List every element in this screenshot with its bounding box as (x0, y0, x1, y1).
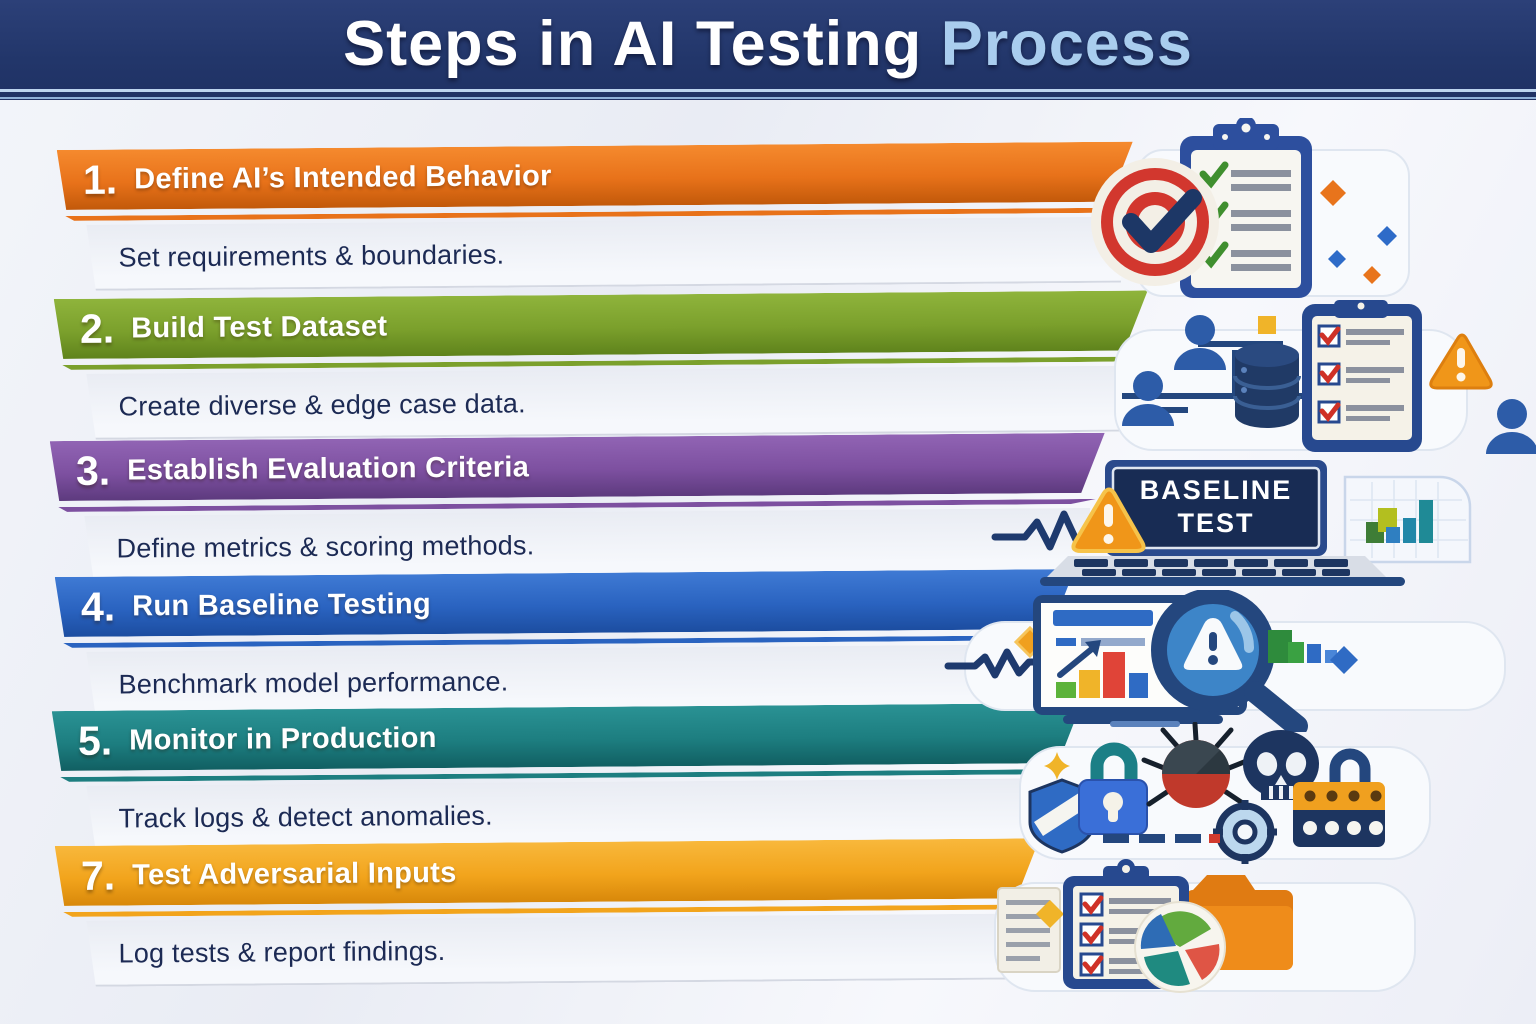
bug-icon (1141, 722, 1252, 808)
step-banner: 4. Run Baseline Testing (55, 569, 1075, 637)
step-row-1: 1. Define AI’s Intended Behavior Set req… (0, 118, 1536, 310)
page-title-accent: Process (940, 9, 1193, 79)
step-banner: 2. Build Test Dataset (54, 290, 1148, 359)
step-subtitle: Define metrics & scoring methods. (116, 529, 535, 564)
header-rule-light (0, 89, 1536, 92)
step-row-4: 4. Run Baseline Testing Benchmark model … (0, 577, 1536, 737)
checklist-clipboard-icon (1302, 300, 1422, 452)
step-subpanel: Log tests & report findings. (72, 913, 1080, 987)
step-title: Establish Evaluation Criteria (127, 450, 530, 486)
step-row-2: 2. Build Test Dataset Create diverse & e… (0, 299, 1536, 459)
clipboard-icon (1180, 118, 1312, 298)
database-icon (1233, 343, 1301, 428)
mini-bars-icon (1268, 630, 1337, 663)
step-title: Define AI’s Intended Behavior (134, 159, 552, 195)
step-row-5: 5. Monitor in Production Track logs & de… (0, 711, 1536, 871)
bar-chart-icon (1343, 475, 1472, 564)
laptop-screen-label-1: BASELINE (1140, 475, 1293, 505)
step-title: Run Baseline Testing (132, 587, 432, 622)
laptop-icon: BASELINE TEST (1040, 460, 1405, 586)
user-icon (1486, 399, 1536, 454)
step-number: 7. (80, 852, 116, 899)
step-1-icons (1091, 118, 1410, 298)
target-check-icon (1091, 158, 1219, 286)
step-subtitle: Create diverse & edge case data. (118, 387, 526, 422)
warning-triangle-icon (1071, 487, 1146, 553)
skull-icon (1243, 730, 1319, 800)
document-icon (997, 887, 1061, 973)
step-number: 3. (75, 447, 111, 494)
password-box-icon (1293, 748, 1385, 847)
step-subpanel: Create diverse & edge case data. (72, 366, 1125, 440)
step-title: Monitor in Production (129, 721, 437, 756)
sparkle-diamond-icon (1036, 900, 1064, 928)
laptop-screen-label-2: TEST (1177, 508, 1254, 538)
warning-triangle-icon (1429, 333, 1493, 390)
step-3-icons: BASELINE TEST (991, 460, 1472, 586)
page-title-main: Steps in AI Testing (343, 9, 923, 79)
step-number: 1. (82, 156, 118, 203)
step-2-icons (1114, 300, 1536, 454)
step-number: 4. (80, 583, 116, 630)
step-title: Build Test Dataset (131, 309, 388, 344)
step-banner: 1. Define AI’s Intended Behavior (57, 142, 1133, 210)
step-7-icons (994, 859, 1416, 993)
step-banner: 5. Monitor in Production (52, 703, 1082, 771)
step-row-3: 3. Establish Evaluation Criteria Define … (0, 441, 1536, 601)
pie-chart-icon (1134, 901, 1226, 993)
sparkle-icon (1044, 752, 1070, 780)
step-subtitle: Track logs & detect anomalies. (118, 800, 493, 834)
step-4-icons (944, 590, 1506, 732)
step-title: Test Adversarial Inputs (132, 856, 457, 891)
dashed-line (1103, 834, 1220, 843)
page-title: Steps in AI Testing Process (0, 8, 1536, 80)
step-number: 5. (77, 717, 113, 764)
step-banner: 7. Test Adversarial Inputs (55, 838, 1040, 906)
crosshair-icon (1213, 800, 1277, 864)
step-subtitle: Set requirements & boundaries. (118, 239, 505, 273)
diamond-icon (1330, 646, 1358, 674)
sparkle-diamonds-icon (1320, 180, 1397, 284)
step-subtitle: Benchmark model performance. (118, 665, 509, 700)
magnifier-alert-icon (1151, 590, 1308, 732)
step-number: 2. (79, 305, 115, 352)
header-rule-dark (0, 97, 1536, 99)
step-subpanel: Set requirements & boundaries. (72, 217, 1125, 291)
network-node (1258, 316, 1276, 334)
padlock-icon (1078, 742, 1148, 835)
step-row-7: 7. Test Adversarial Inputs Log tests & r… (0, 846, 1536, 1006)
step-5-icons (1019, 722, 1431, 864)
step-banner: 3. Establish Evaluation Criteria (50, 433, 1105, 501)
step-subtitle: Log tests & report findings. (118, 935, 446, 969)
header: Steps in AI Testing Process (0, 0, 1536, 100)
